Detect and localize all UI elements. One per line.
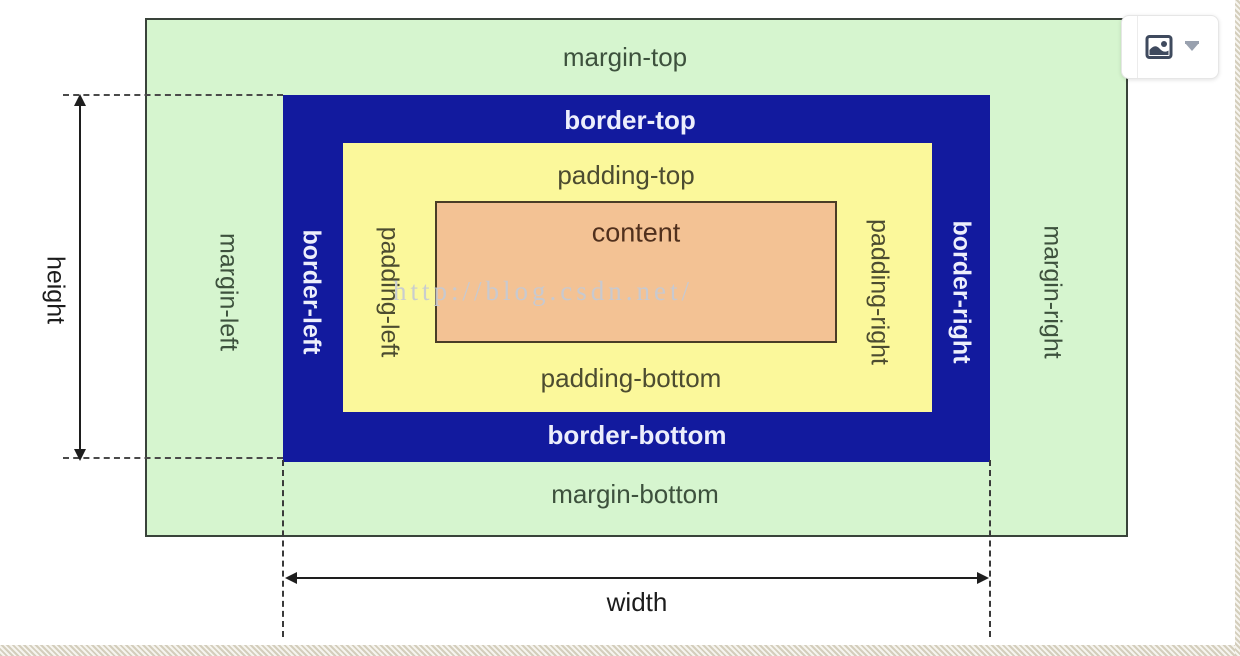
guide-dash-top xyxy=(63,94,283,96)
label-margin-bottom: margin-bottom xyxy=(551,479,719,509)
label-margin-top: margin-top xyxy=(562,42,688,72)
page-edge-bottom-texture xyxy=(0,645,1240,656)
image-tool-button-left-strip xyxy=(1122,16,1138,78)
label-padding-right: padding-right xyxy=(865,219,894,365)
label-margin-left: margin-left xyxy=(214,232,243,352)
height-arrowhead-top xyxy=(74,94,86,106)
image-icon xyxy=(1145,35,1173,59)
label-border-bottom: border-bottom xyxy=(547,420,727,450)
guide-dash-right-vertical xyxy=(989,460,991,637)
label-border-left: border-left xyxy=(297,229,326,355)
width-arrowhead-right xyxy=(977,572,989,584)
height-arrowhead-bottom xyxy=(74,449,86,461)
label-content: content xyxy=(591,217,681,248)
height-arrow-line xyxy=(79,99,81,454)
label-margin-right: margin-right xyxy=(1038,225,1067,359)
guide-dash-bottom xyxy=(63,457,283,459)
width-arrowhead-left xyxy=(285,572,297,584)
caret-down-icon[interactable] xyxy=(1185,41,1199,51)
width-arrow-line xyxy=(288,577,985,579)
label-width: width xyxy=(606,587,668,617)
label-border-top: border-top xyxy=(564,105,696,135)
page-edge-right-texture xyxy=(1235,0,1240,656)
image-tool-button[interactable] xyxy=(1121,15,1219,79)
label-padding-top: padding-top xyxy=(557,160,695,190)
guide-dash-left-vertical xyxy=(282,460,284,637)
content-area xyxy=(435,201,837,343)
label-padding-bottom: padding-bottom xyxy=(540,363,722,393)
label-border-right: border-right xyxy=(947,220,976,364)
label-height: height xyxy=(41,255,70,325)
watermark-text: http://blog.csdn.net/ xyxy=(393,276,693,306)
